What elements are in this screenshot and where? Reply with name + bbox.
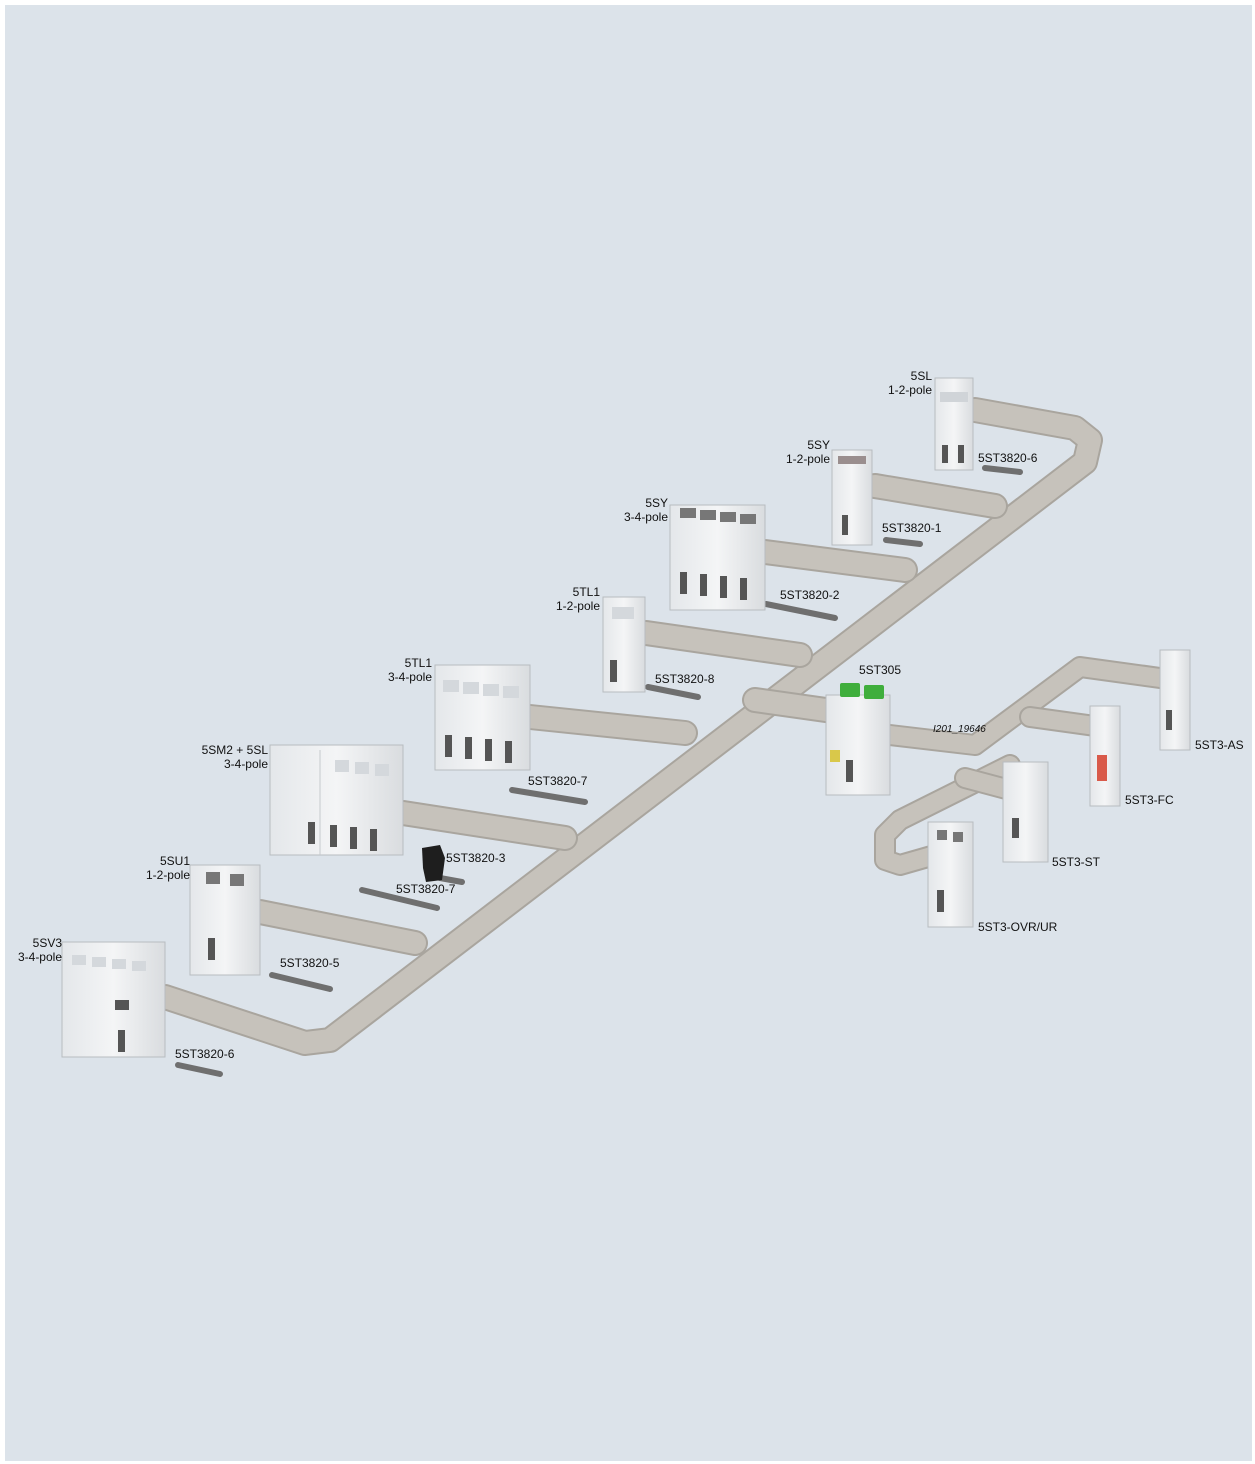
label-5st305: 5ST305 (845, 663, 915, 677)
label-accessory-a8: 5ST3820-5 (280, 956, 339, 970)
label-5sv3: 5SV3 3-4-pole (0, 936, 62, 964)
poles-label: 3-4-pole (362, 670, 432, 684)
model-label: 5SY (760, 438, 830, 452)
label-5sy-3-4: 5SY 3-4-pole (598, 496, 668, 524)
model-label: 5SM2 + 5SL (168, 743, 268, 757)
label-5tl1-3-4: 5TL1 3-4-pole (362, 656, 432, 684)
poles-label: 3-4-pole (168, 757, 268, 771)
label-accessory-a3: 5ST3820-2 (780, 588, 839, 602)
device-black-terminal (422, 845, 445, 882)
device-5tl1-1-2-pole (603, 597, 645, 692)
connector-bar-a5 (512, 790, 585, 802)
label-accessory-a5: 5ST3820-7 (528, 774, 587, 788)
model-label: 5TL1 (530, 585, 600, 599)
label-accessory-a1: 5ST3820-6 (978, 451, 1037, 465)
device-5st3-st (1003, 762, 1048, 862)
connector-bar-a4 (648, 687, 698, 697)
model-label: 5SY (598, 496, 668, 510)
image-reference-code: I201_19646 (933, 723, 986, 737)
device-5sy-1-2-pole (832, 450, 872, 545)
connector-bar-a9 (178, 1065, 220, 1074)
device-5sl-1-2-pole (935, 378, 973, 470)
poles-label: 1-2-pole (760, 452, 830, 466)
device-5st305 (826, 683, 890, 795)
poles-label: 1-2-pole (862, 383, 932, 397)
poles-label: 3-4-pole (0, 950, 62, 964)
label-5su1: 5SU1 1-2-pole (120, 854, 190, 882)
model-label: 5TL1 (362, 656, 432, 670)
device-5st3-as (1160, 650, 1190, 750)
connector-bar-a1 (985, 468, 1020, 472)
device-5st3-fc (1090, 706, 1120, 806)
label-5st3-st: 5ST3-ST (1052, 855, 1100, 869)
label-accessory-a4: 5ST3820-8 (655, 672, 714, 686)
model-label: 5ST305 (845, 663, 915, 677)
poles-label: 3-4-pole (598, 510, 668, 524)
label-5sm2-5sl: 5SM2 + 5SL 3-4-pole (168, 743, 268, 771)
connector-bar-a8 (272, 975, 330, 989)
poles-label: 1-2-pole (120, 868, 190, 882)
poles-label: 1-2-pole (530, 599, 600, 613)
device-5tl1-3-4-pole (435, 665, 530, 770)
label-5st3-as: 5ST3-AS (1195, 738, 1244, 752)
label-5sy-1-2: 5SY 1-2-pole (760, 438, 830, 466)
model-label: 5SV3 (0, 936, 62, 950)
label-accessory-a6: 5ST3820-3 (446, 851, 505, 865)
label-5sl: 5SL 1-2-pole (862, 369, 932, 397)
model-label: 5SU1 (120, 854, 190, 868)
label-accessory-a7: 5ST3820-7 (396, 882, 455, 896)
connector-bar-a3 (766, 604, 835, 618)
label-5st3-ovr-ur: 5ST3-OVR/UR (978, 920, 1057, 934)
model-label: 5SL (862, 369, 932, 383)
device-5st3-ovr-ur (928, 822, 973, 927)
connector-bar-a2 (886, 540, 920, 544)
device-5su1-1-2-pole (190, 865, 260, 975)
label-5tl1-1-2: 5TL1 1-2-pole (530, 585, 600, 613)
label-accessory-a9: 5ST3820-6 (175, 1047, 234, 1061)
label-accessory-a2: 5ST3820-1 (882, 521, 941, 535)
device-5sm2-5sl-3-4-pole (270, 745, 403, 855)
label-5st3-fc: 5ST3-FC (1125, 793, 1174, 807)
device-5sy-3-4-pole (670, 505, 765, 610)
device-5sv3-3-4-pole (62, 942, 165, 1057)
